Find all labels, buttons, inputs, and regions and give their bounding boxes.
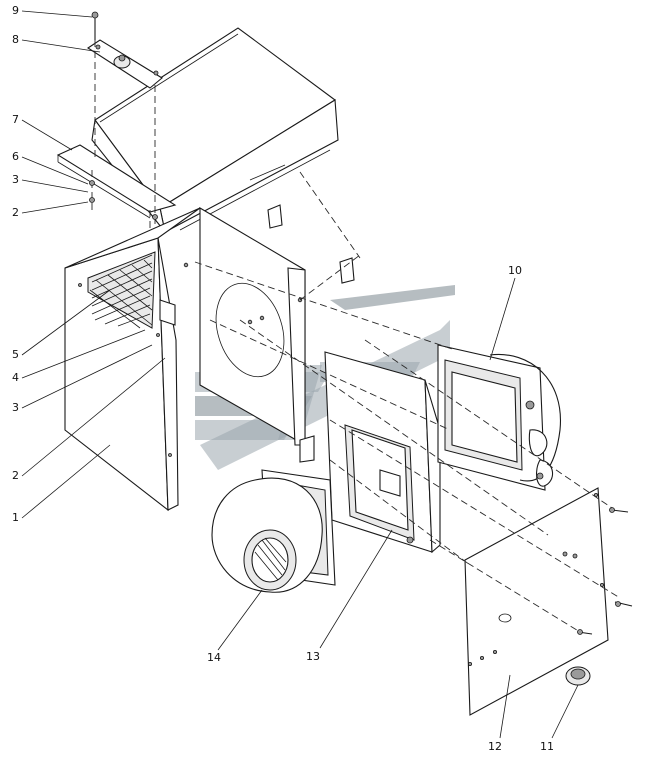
callout-5: 5 bbox=[12, 348, 19, 361]
callout-labels: 9 8 7 6 3 2 5 4 3 2 1 10 11 12 13 14 bbox=[12, 4, 554, 753]
callout-2-top: 2 bbox=[12, 206, 19, 219]
callout-4: 4 bbox=[12, 371, 19, 384]
top-plate bbox=[86, 11, 163, 89]
frame-panel bbox=[324, 351, 441, 554]
callout-6: 6 bbox=[12, 150, 19, 163]
mesh-grille bbox=[89, 254, 153, 329]
callout-8: 8 bbox=[12, 33, 19, 46]
side-screws bbox=[562, 507, 633, 635]
callout-11: 11 bbox=[540, 740, 554, 753]
control-knob bbox=[565, 666, 591, 686]
callout-14: 14 bbox=[207, 651, 221, 664]
projection-lines bbox=[194, 171, 621, 633]
fan-blades bbox=[254, 537, 287, 581]
housing-body bbox=[64, 204, 355, 512]
callout-13: 13 bbox=[306, 650, 320, 663]
callout-3-bottom: 3 bbox=[12, 401, 19, 414]
heater-core bbox=[437, 344, 561, 491]
callout-7: 7 bbox=[12, 113, 19, 126]
blower-fan bbox=[211, 469, 336, 593]
callout-9: 9 bbox=[12, 4, 19, 17]
callout-1: 1 bbox=[12, 511, 19, 524]
mounting-bracket bbox=[56, 144, 177, 219]
callout-10: 10 bbox=[508, 264, 522, 277]
callout-2-bottom: 2 bbox=[12, 469, 19, 482]
callout-12: 12 bbox=[488, 740, 502, 753]
callout-3-top: 3 bbox=[12, 173, 19, 186]
front-cover-panel bbox=[464, 487, 609, 716]
leader-lines bbox=[21, 10, 579, 739]
